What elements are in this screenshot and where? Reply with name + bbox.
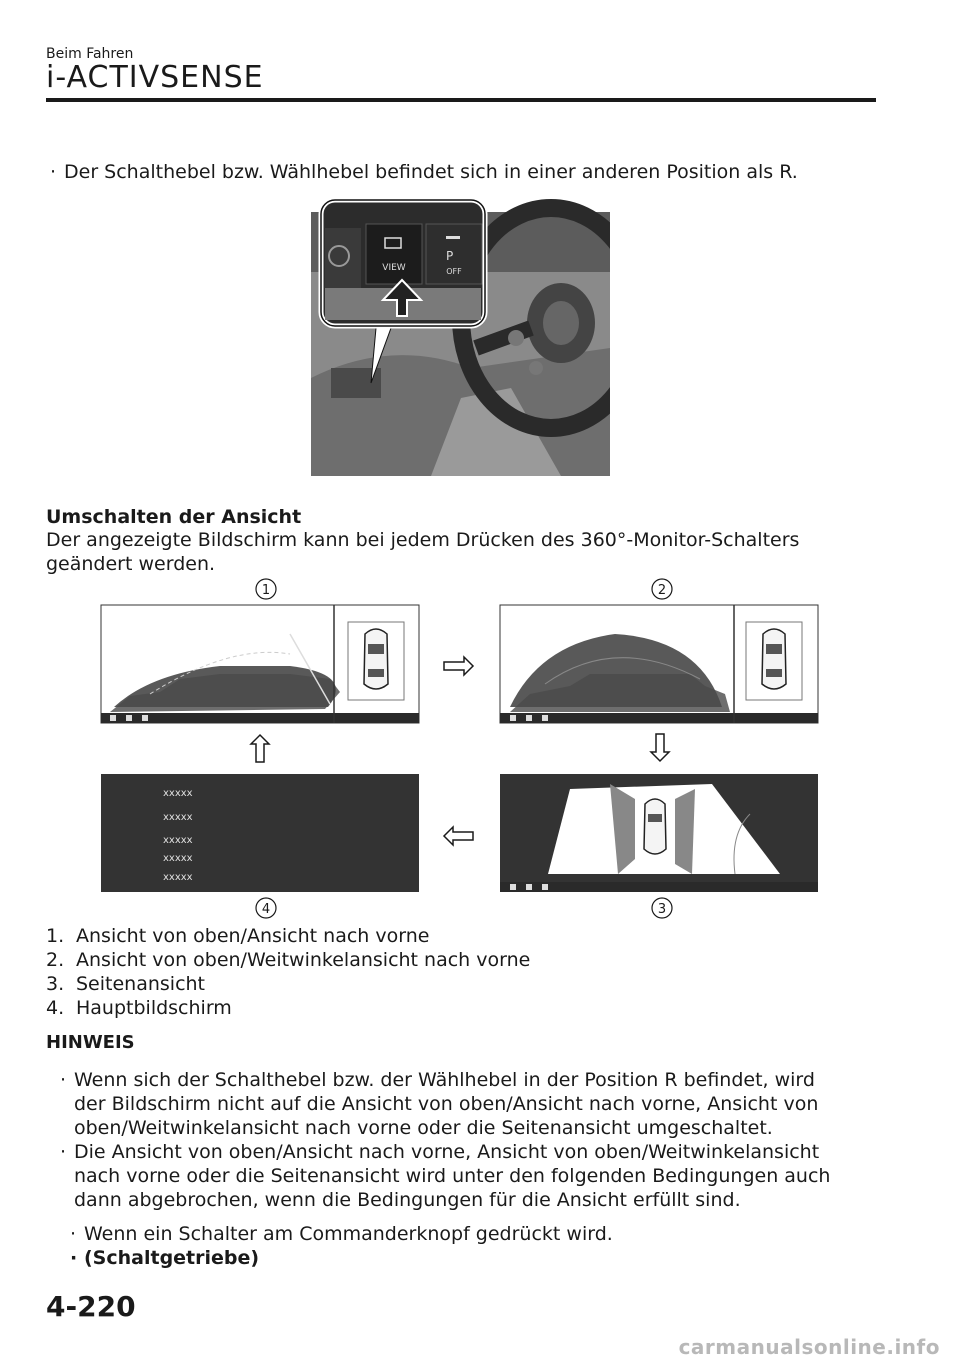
view-list: 1.Ansicht von oben/Ansicht nach vorne 2.… [46,924,530,1020]
switch-text-line2: geändert werden. [46,553,216,575]
watermark: carmanualsonline.info [678,1335,940,1359]
main-menu-item: xxxxx [163,788,193,799]
bullet-dot: · [60,1141,67,1163]
list-item: 3.Seitenansicht [46,973,206,995]
note-sub-bullet-2: · (Schaltgetriebe) [70,1247,260,1269]
callout-1: 1 [255,578,277,600]
press-arrow-icon [380,278,424,317]
bullet-dot: · [50,161,57,183]
callout-2: 2 [651,578,673,600]
note-heading: HINWEIS [46,1032,135,1053]
main-menu-item: xxxxx [163,835,193,846]
screen-side-view [500,774,818,892]
svg-text:1: 1 [262,583,270,598]
svg-text:3: 3 [658,902,666,917]
parking-p-label: P [446,249,453,263]
header-rule [46,98,876,102]
switch-text-line1: Der angezeigte Bildschirm kann bei jedem… [46,529,800,551]
arrow-up-icon [249,733,271,763]
intro-bullet-text: Der Schalthebel bzw. Wählhebel befindet … [64,161,798,183]
intro-bullet: · Der Schalthebel bzw. Wählhebel befinde… [50,160,798,184]
screen-top-front-view [100,604,420,724]
list-item: 2.Ansicht von oben/Weitwinkelansicht nac… [46,949,531,971]
screen-main: xxxxx xxxxx xxxxx xxxxx xxxxx [101,774,419,892]
main-menu-item: xxxxx [163,853,193,864]
main-menu-item: xxxxx [163,872,193,883]
bullet-dot: · [70,1247,78,1269]
section-label: Beim Fahren [46,46,134,62]
switch-heading: Umschalten der Ansicht [46,506,302,528]
note-bullet-1: · Wenn sich der Schalthebel bzw. der Wäh… [60,1069,819,1139]
car-icon [363,628,389,690]
bullet-dot: · [60,1069,67,1091]
off-button-label: OFF [446,267,462,276]
screen-top-wide-view [499,604,819,724]
callout-4: 4 [255,897,277,919]
view-button-label: VIEW [382,263,405,273]
note-sub-bullet-1: · Wenn ein Schalter am Commanderknopf ge… [70,1223,613,1245]
arrow-right-icon [443,655,475,677]
arrow-down-icon [649,733,671,763]
car-icon [761,628,787,690]
dashboard-photo: VIEW P OFF [311,198,610,476]
callout-3: 3 [651,897,673,919]
main-menu-item: xxxxx [163,812,193,823]
arrow-left-icon [442,825,474,847]
bullet-dot: · [70,1223,77,1245]
note-bullet-2: · Die Ansicht von oben/Ansicht nach vorn… [60,1141,831,1211]
svg-text:2: 2 [658,583,666,598]
button-closeup: VIEW P OFF [318,198,488,384]
list-item: 1.Ansicht von oben/Ansicht nach vorne [46,925,430,947]
list-item: 4.Hauptbildschirm [46,997,232,1019]
page-title: i-ACTIVSENSE [46,60,264,95]
car-icon [643,798,667,855]
page-number: 4-220 [46,1290,136,1323]
svg-text:4: 4 [262,902,270,917]
view-cycle-diagram: 1 2 3 4 [100,578,819,919]
